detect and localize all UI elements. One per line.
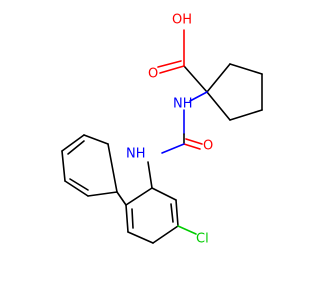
amine-label-top: NH: [173, 97, 193, 112]
chlorophenyl-ring: [125, 161, 197, 244]
carbonyl-oxygen-acid-label: O: [148, 67, 158, 82]
hydroxyl-label: OH: [172, 13, 192, 28]
carbonyl-oxygen-urea-label: O: [203, 139, 213, 154]
phenyl-ring: [61, 134, 127, 206]
urea-linker: [161, 91, 208, 154]
molecule-structure: OH O NH O NH Cl: [61, 13, 263, 247]
chlorine-label: Cl: [196, 232, 209, 247]
cyclopentane-ring: [206, 63, 263, 121]
carboxylic-acid-group: [157, 29, 208, 93]
amine-label-bottom: NH: [126, 147, 146, 162]
